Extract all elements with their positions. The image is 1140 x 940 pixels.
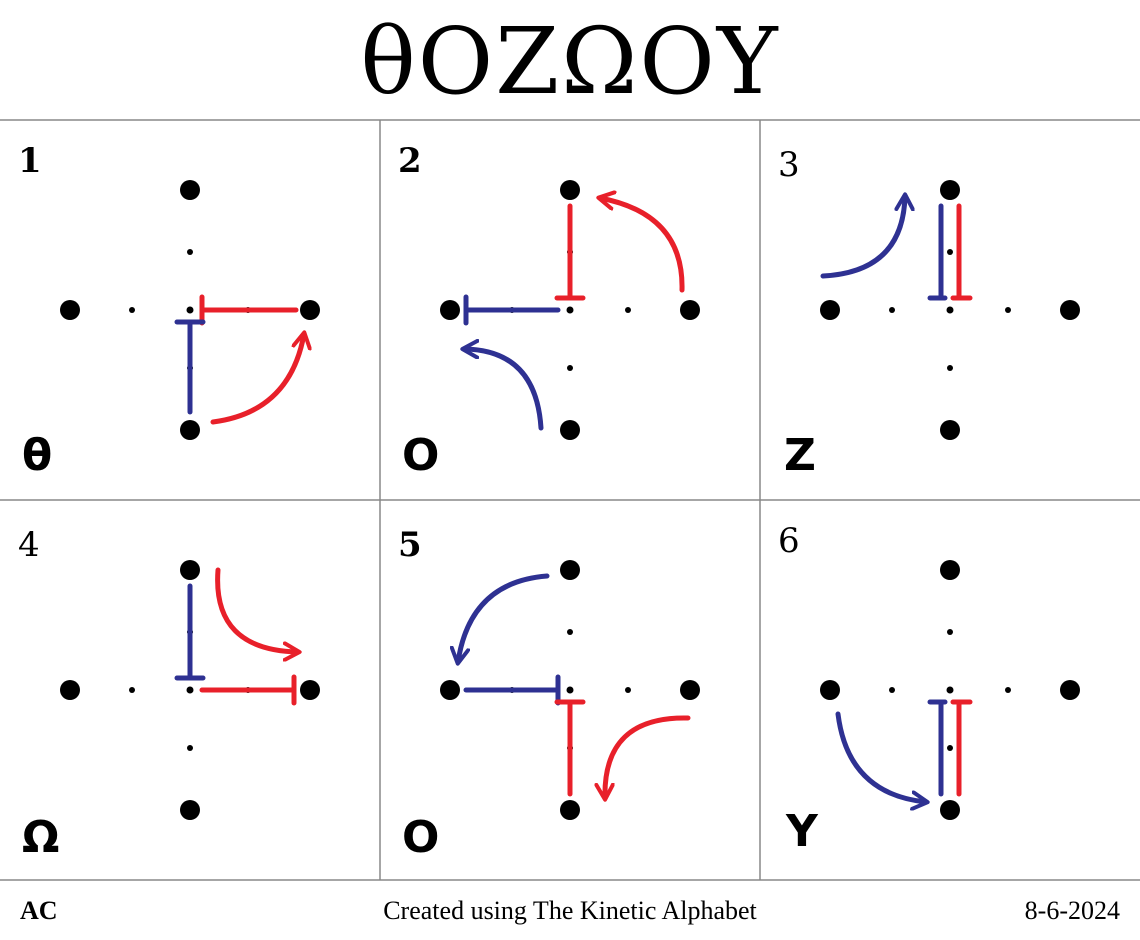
red-stroke xyxy=(199,294,304,425)
red-stroke xyxy=(950,203,973,301)
panel-6: 6 Y xyxy=(778,521,1080,857)
blue-stroke xyxy=(174,583,206,681)
panel-5: 5 O xyxy=(398,525,700,863)
blue-stroke xyxy=(835,699,948,802)
dot-grid xyxy=(820,180,1080,440)
blue-stroke xyxy=(458,573,561,706)
red-stroke xyxy=(554,699,691,798)
panel-number: 5 xyxy=(398,525,422,565)
footer-credit: Created using The Kinetic Alphabet xyxy=(383,896,757,925)
panel-number: 3 xyxy=(778,145,800,185)
panel-number: 4 xyxy=(18,525,40,565)
red-stroke xyxy=(950,699,973,797)
dot-grid xyxy=(440,560,700,820)
footer-author: AC xyxy=(20,896,58,925)
panel-number: 1 xyxy=(18,141,42,181)
panel-letter: Ω xyxy=(22,812,59,863)
panel-number: 2 xyxy=(398,141,422,181)
dot-grid xyxy=(820,560,1080,820)
panel-letter: Z xyxy=(784,430,816,481)
red-stroke xyxy=(199,567,298,706)
panel-2: 2 O xyxy=(398,141,700,481)
blue-stroke xyxy=(174,319,206,415)
panel-letter: O xyxy=(402,430,439,481)
blue-stroke xyxy=(820,196,948,301)
footer-date: 8-6-2024 xyxy=(1024,896,1120,925)
panel-4: 4 Ω xyxy=(18,525,320,863)
dot-grid xyxy=(60,560,320,820)
panel-letter: O xyxy=(402,812,439,863)
red-stroke xyxy=(554,198,685,301)
page-title: θOZΩOY xyxy=(360,8,780,115)
panel-3: 3 Z xyxy=(778,145,1080,481)
blue-stroke xyxy=(464,294,561,431)
panel-1: 1 θ xyxy=(18,141,320,481)
panel-number: 6 xyxy=(778,521,800,561)
panel-letter: Y xyxy=(785,806,819,857)
panel-grid-lines xyxy=(0,119,1140,881)
panel-letter: θ xyxy=(22,430,52,481)
